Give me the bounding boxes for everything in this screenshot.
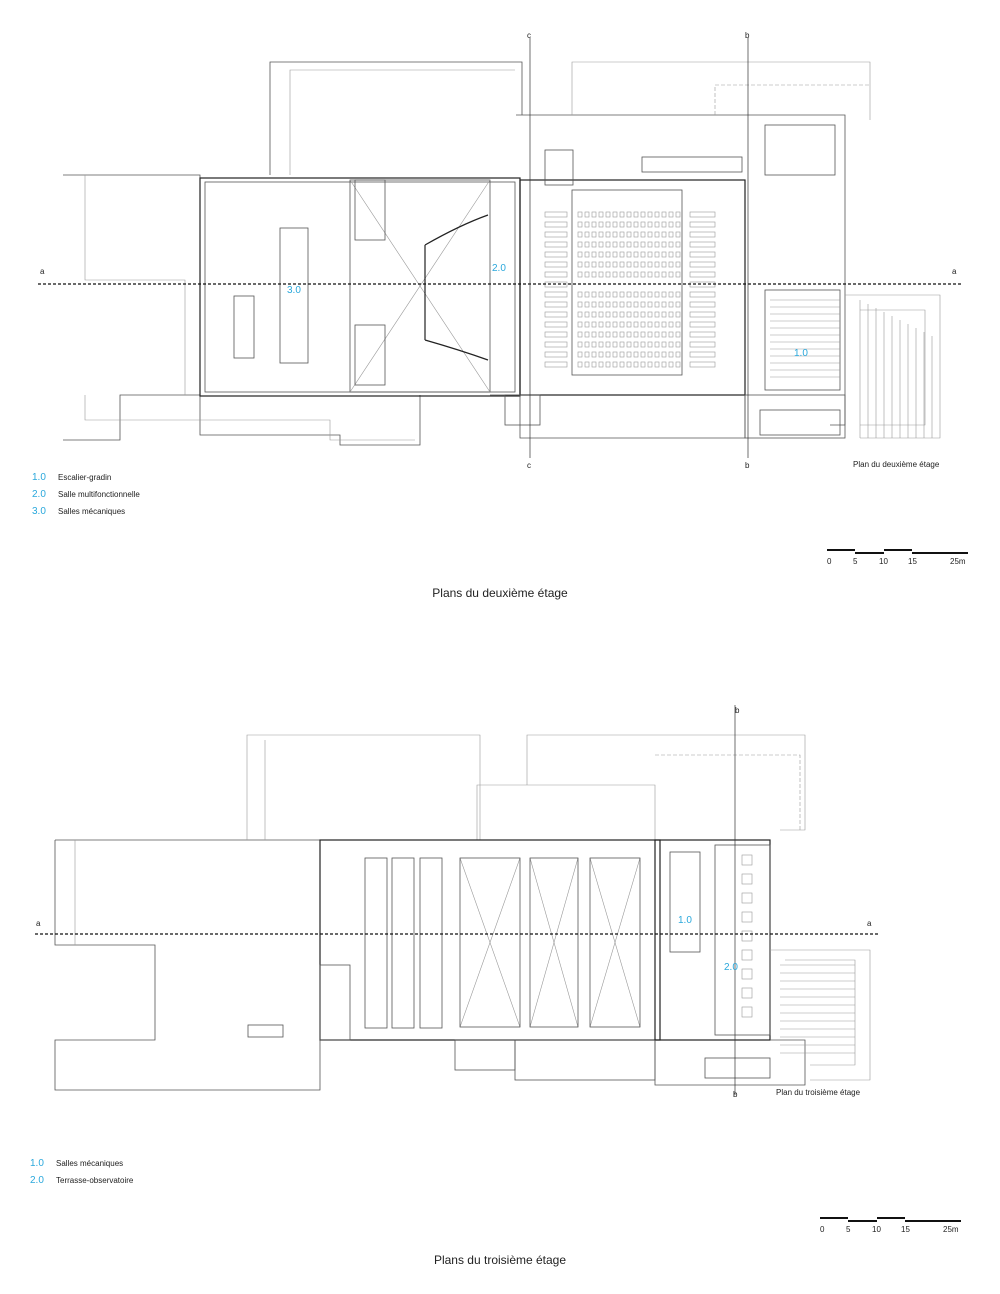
room-tag: 2.0: [492, 263, 506, 274]
scale-tick: 10: [872, 1225, 881, 1234]
legend-label: Salles mécaniques: [56, 1159, 124, 1168]
legend-item: 1.0 Escalier-gradin: [32, 472, 140, 489]
room-tag: 1.0: [794, 348, 808, 359]
second-floor-plan: [38, 38, 962, 458]
seating-grid: [544, 211, 716, 368]
scale-tick: 5: [853, 557, 858, 566]
legend-label: Salle multifonctionnelle: [58, 490, 140, 499]
legend-item: 2.0 Terrasse-observatoire: [30, 1175, 133, 1192]
legend: 1.0 Escalier-gradin 2.0 Salle multifonctio…: [32, 472, 140, 523]
legend-num: 2.0: [30, 1175, 44, 1186]
legend-label: Salles mécaniques: [58, 507, 126, 516]
plan-title: Plan du deuxième étage: [853, 460, 940, 469]
scale-bar: 0 5 10 15 25m: [827, 549, 968, 571]
section-label-c-bottom: c: [527, 461, 531, 470]
section-label-b-bottom: b: [733, 1090, 738, 1099]
legend-label: Terrasse-observatoire: [56, 1176, 134, 1185]
section-label-b-top: b: [735, 706, 740, 715]
room-tag: 1.0: [678, 915, 692, 926]
section-label-b-top: b: [745, 31, 750, 40]
scale-tick: 25m: [950, 557, 966, 566]
legend-item: 3.0 Salles mécaniques: [32, 506, 140, 523]
legend-num: 2.0: [32, 489, 46, 500]
scale-tick: 0: [827, 557, 832, 566]
section-label-a-right: a: [952, 267, 957, 276]
caption: Plans du deuxième étage: [432, 586, 568, 600]
legend-num: 3.0: [32, 506, 46, 517]
scale-tick: 5: [846, 1225, 851, 1234]
section-label-b-bottom: b: [745, 461, 750, 470]
third-floor-plan: [35, 705, 880, 1095]
scale-bar: 0 5 10 15 25m: [820, 1217, 961, 1239]
plan-title: Plan du troisième étage: [776, 1088, 861, 1097]
section-label-a-right: a: [867, 919, 872, 928]
section-label-c-top: c: [527, 31, 531, 40]
room-tag: 2.0: [724, 962, 738, 973]
terrace-tables: [741, 854, 855, 1054]
section-label-a-left: a: [36, 919, 41, 928]
legend-item: 2.0 Salle multifonctionnelle: [32, 489, 140, 506]
legend-num: 1.0: [30, 1158, 44, 1169]
scale-tick: 0: [820, 1225, 825, 1234]
room-tag: 3.0: [287, 285, 301, 296]
scale-tick: 15: [901, 1225, 910, 1234]
legend-num: 1.0: [32, 472, 46, 483]
scale-tick: 10: [879, 557, 888, 566]
section-label-a-left: a: [40, 267, 45, 276]
caption: Plans du troisième étage: [433, 1253, 567, 1267]
scale-tick: 15: [908, 557, 917, 566]
legend: 1.0 Salles mécaniques 2.0 Terrasse-observa…: [30, 1158, 133, 1192]
scale-tick: 25m: [943, 1225, 959, 1234]
stairs: [770, 299, 933, 438]
legend-label: Escalier-gradin: [58, 473, 112, 482]
legend-item: 1.0 Salles mécaniques: [30, 1158, 133, 1175]
